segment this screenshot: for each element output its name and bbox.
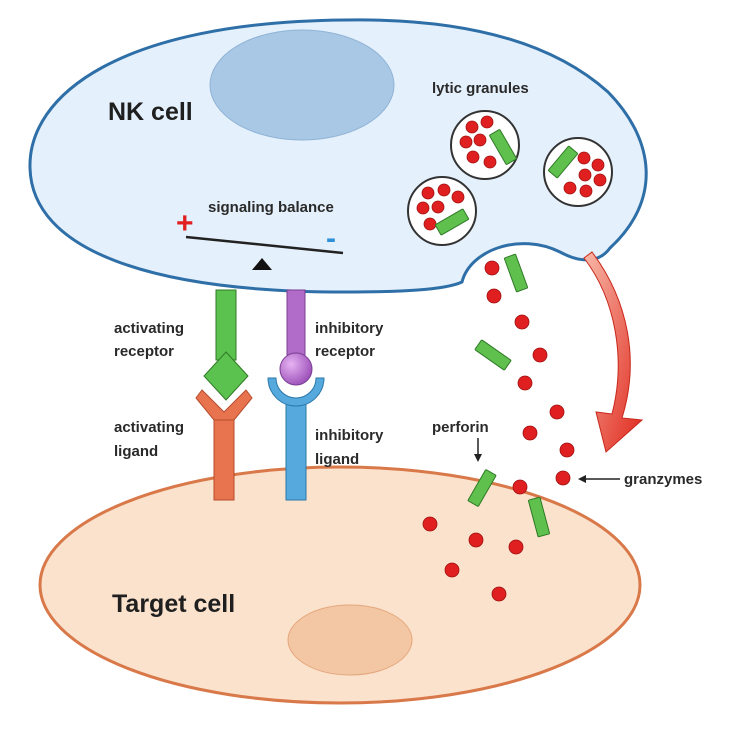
activating-receptor-label: activating receptor: [114, 320, 188, 360]
balance-beam: [185, 235, 344, 255]
inhibitory-receptor-stalk: [286, 289, 306, 359]
signaling-balance-label: signaling balance: [208, 199, 334, 216]
perforin-pointer-icon: [474, 438, 482, 462]
activating-ligand-label: activating ligand: [114, 419, 188, 460]
inhibitory-receptor-head: [279, 352, 313, 386]
nk-cell-nucleus: [209, 29, 395, 141]
balance-fulcrum-icon: [252, 258, 272, 270]
granzymes-label: granzymes: [624, 471, 702, 488]
inhibitory-ligand-cup: [267, 377, 325, 407]
released-granzymes: [422, 260, 575, 602]
activating-ligand-stalk: [213, 413, 235, 501]
activating-ligand-cup: [195, 389, 253, 421]
release-arrow-icon: [583, 251, 644, 453]
nk-cell-membrane: [28, 18, 648, 294]
lytic-granule: [450, 110, 520, 180]
lytic-granule: [407, 176, 477, 246]
target-cell-nucleus: [287, 604, 413, 676]
granzymes-pointer-icon: [578, 475, 620, 483]
released-perforin: [467, 253, 550, 538]
inhibitory-receptor-label: inhibitory receptor: [315, 320, 388, 360]
target-cell-membrane: [38, 465, 642, 705]
perforin-label: perforin: [432, 419, 489, 436]
inhibitory-ligand-stalk: [285, 401, 307, 501]
inhibitory-ligand-label: inhibitory ligand: [315, 427, 388, 468]
nk-cell: [28, 18, 648, 294]
lytic-granules-label: lytic granules: [432, 80, 529, 97]
signaling-plus-sign: +: [176, 207, 194, 240]
nk-cell-label: NK cell: [108, 98, 193, 126]
inhibitory-pair: [267, 289, 325, 501]
target-cell-label: Target cell: [112, 590, 235, 618]
activating-receptor-stalk: [215, 289, 237, 361]
target-cell: [38, 465, 642, 705]
signaling-minus-sign: -: [326, 222, 336, 255]
activating-receptor-head: [203, 351, 249, 401]
activating-pair: [195, 289, 253, 501]
lytic-granule: [543, 137, 613, 207]
signaling-balance: [185, 235, 344, 270]
